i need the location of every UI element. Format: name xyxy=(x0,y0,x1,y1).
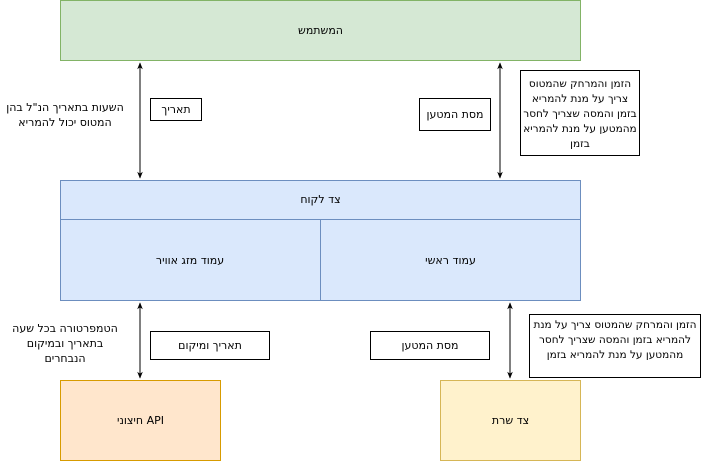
external-api-label: API חיצוני xyxy=(117,414,164,427)
user-label: המשתמש xyxy=(298,24,343,37)
edge-label-load-top: מסת המטען xyxy=(419,98,491,131)
client-title: צד לקוח xyxy=(300,193,341,206)
edge-label-date-location: תאריך ומיקום xyxy=(150,331,270,360)
note-temperature: הטמפרטורה בכל שעה בתאריך ובמיקום הנבחרים xyxy=(0,318,130,378)
edge-label-load-bottom-text: מסת המטען xyxy=(401,339,459,352)
user-node: המשתמש xyxy=(60,0,581,61)
note-weather-line: הנבחרים xyxy=(44,352,86,365)
note-available-hours: השעות בתאריך הנ"ל בהן המטוס יכול להמריא xyxy=(0,98,130,146)
weather-page-column: עמוד מזג אוויר xyxy=(60,220,321,301)
edge-label-load-bottom: מסת המטען xyxy=(370,331,490,360)
main-page-column: עמוד ראשי xyxy=(320,220,581,301)
note-top-right-line: הזמן והמרחק שהמטוס xyxy=(528,78,632,90)
note-bottom-right-line: מהמטען על מנת להמריא בזמן xyxy=(546,349,684,361)
note-weather-line: הטמפרטורה בכל שעה xyxy=(12,322,118,335)
edge-label-date-text: תאריך xyxy=(161,103,191,116)
note-top-right-line: בזמן והמסה שצריך לחסר xyxy=(523,108,637,120)
server-label: צד שרת xyxy=(491,414,530,427)
note-takeoff-result-top: הזמן והמרחק שהמטוס צריך על מנת להמריא בז… xyxy=(520,70,640,156)
edge-label-date-location-text: תאריך ומיקום xyxy=(178,339,242,352)
note-bottom-right-line: הזמן והמרחק שהמטוס צריך על מנת xyxy=(533,319,697,331)
server-node: צד שרת xyxy=(440,380,581,461)
note-top-right-line: מהמטען על מנת להמריא xyxy=(523,123,637,135)
client-header: צד לקוח xyxy=(60,180,581,220)
note-takeoff-result-bottom: הזמן והמרחק שהמטוס צריך על מנת להמריא בז… xyxy=(529,314,701,378)
weather-page-label: עמוד מזג אוויר xyxy=(155,254,225,267)
note-bottom-right-line: להמריא בזמן והמסה שצריך לחסר xyxy=(539,334,691,346)
note-hours-line: המטוס יכול להמריא xyxy=(18,116,112,129)
edge-label-load-top-text: מסת המטען xyxy=(426,108,484,121)
note-top-right-line: צריך על מנת להמריא xyxy=(531,93,629,105)
note-top-right-line: בזמן xyxy=(570,138,590,150)
note-hours-line: השעות בתאריך הנ"ל בהן xyxy=(6,101,124,114)
external-api-node: API חיצוני xyxy=(60,380,221,461)
main-page-label: עמוד ראשי xyxy=(425,254,476,267)
edge-label-date: תאריך xyxy=(150,98,202,121)
note-weather-line: בתאריך ובמיקום xyxy=(26,337,104,350)
